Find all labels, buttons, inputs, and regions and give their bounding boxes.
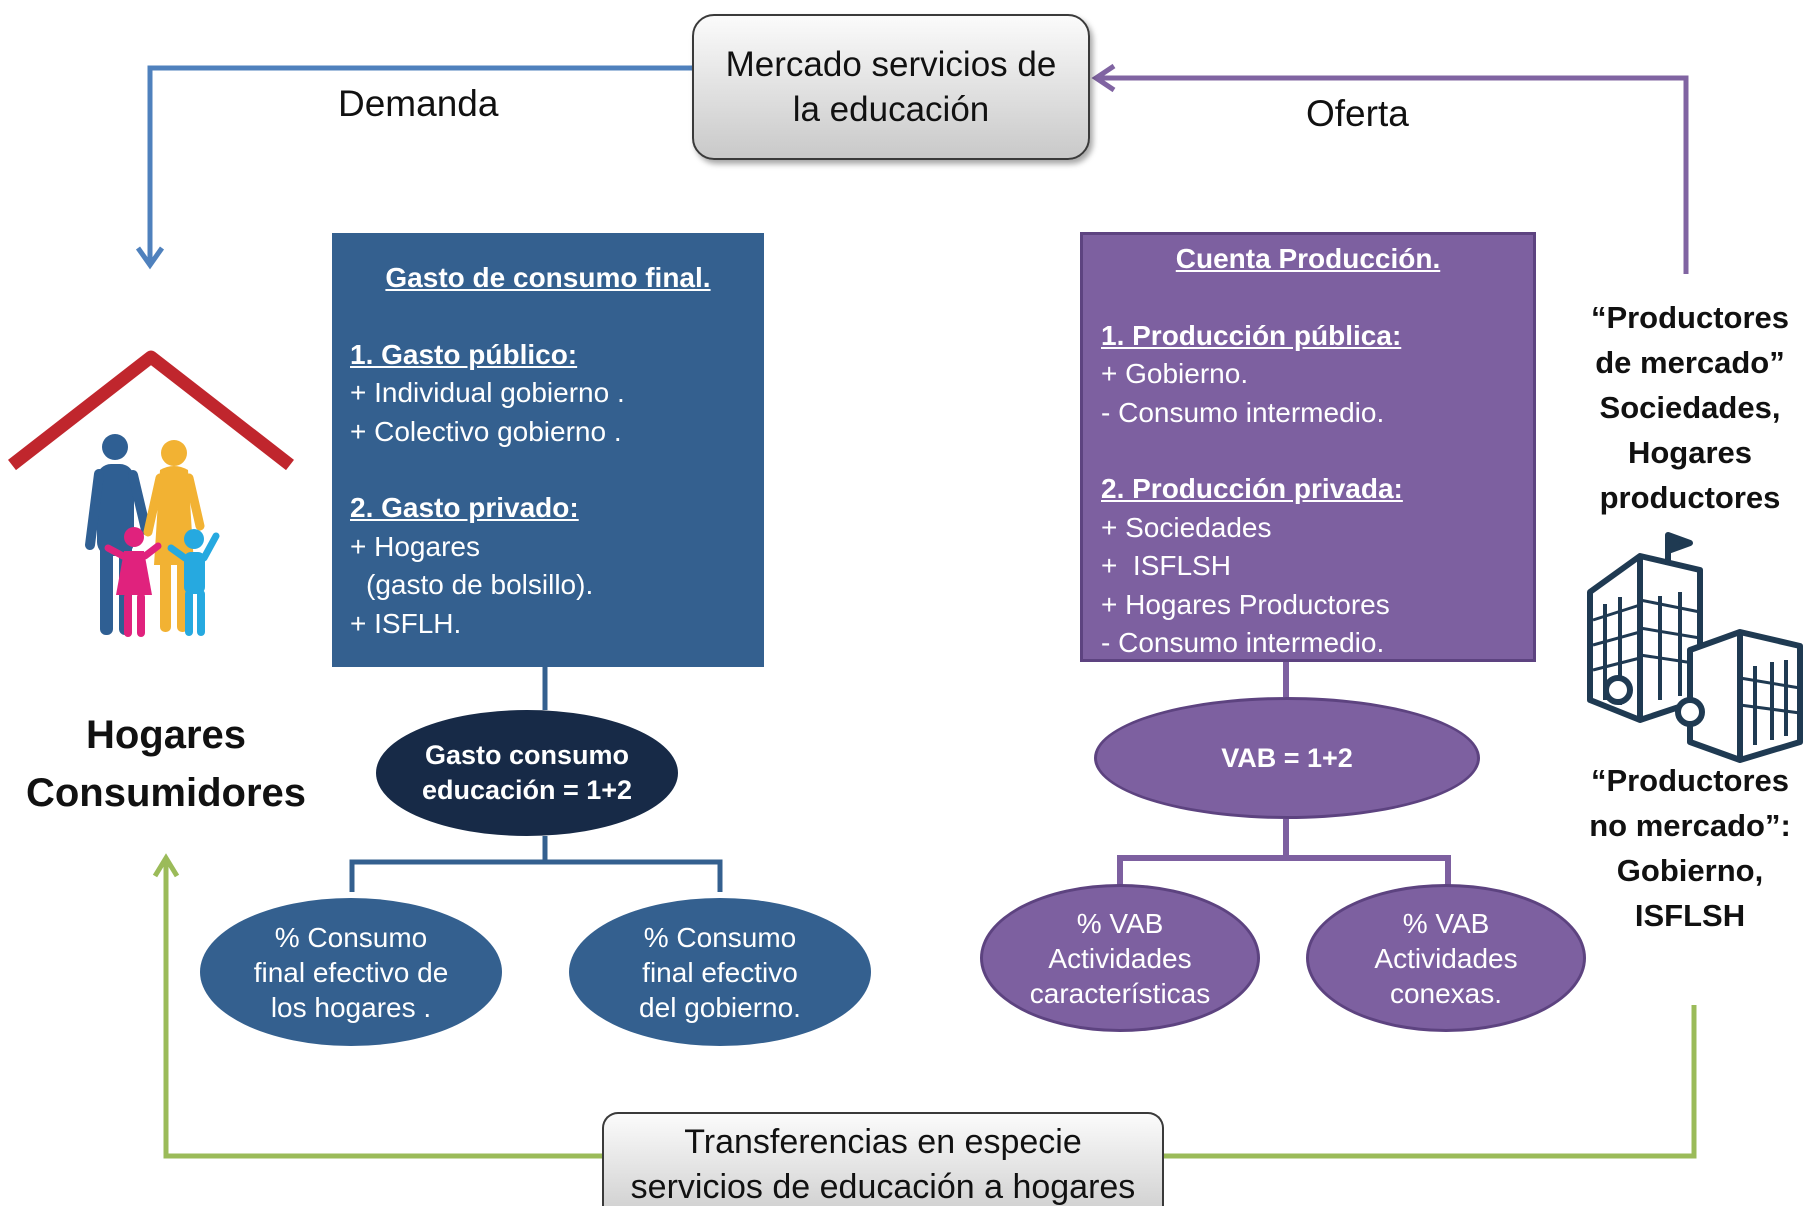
producer-label-line: Hogares [1627, 435, 1753, 470]
family-house-icon [8, 350, 294, 637]
share-text-line: % VAB [1076, 907, 1164, 939]
private-production-heading: 2. Producción privada: [1101, 473, 1403, 504]
producer-label-line: productores [1599, 480, 1781, 515]
public-spending-item: + Individual gobierno . [350, 377, 625, 408]
final-consumption-box: Gasto de consumo final. 1. Gasto público… [332, 233, 764, 667]
vab-total-label: VAB = 1+2 [1221, 742, 1353, 773]
share-text-line: % Consumo [274, 921, 428, 953]
household-consumption-share: % Consumo final efectivo de los hogares … [200, 898, 502, 1046]
production-account-box: Cuenta Producción. 1. Producción pública… [1080, 232, 1536, 662]
transfer-line2: servicios de educación a hogares [630, 1167, 1136, 1206]
share-text-line: % Consumo [643, 921, 797, 953]
office-buildings-icon [1587, 532, 1803, 763]
spending-tree-lines [349, 667, 723, 892]
producer-label-line: no mercado”: [1589, 808, 1791, 843]
final-consumption-title: Gasto de consumo final. [385, 262, 711, 293]
share-text-line: % VAB [1402, 907, 1490, 939]
share-text-line: Actividades [1374, 942, 1518, 974]
consumer-label-line: Consumidores [25, 771, 307, 815]
demand-label: Demanda [338, 83, 499, 124]
private-spending-item: + Hogares [350, 530, 480, 562]
transfer-arrowhead [152, 853, 180, 878]
vab-characteristic-share: % VAB Actividades características [980, 884, 1260, 1032]
public-production-item: + Gobierno. [1101, 358, 1249, 389]
share-text-line: conexas. [1389, 977, 1503, 1009]
demand-arrow [147, 65, 692, 262]
market-box: Mercado servicios de la educación [692, 14, 1090, 160]
in-kind-transfers-box: Transferencias en especie servicios de e… [602, 1112, 1164, 1206]
share-text-line: Actividades [1048, 942, 1192, 974]
government-consumption-share: % Consumo final efectivo del gobierno. [569, 898, 871, 1046]
share-text-line: final efectivo [642, 956, 798, 988]
public-production-heading: 1. Producción pública: [1101, 319, 1402, 351]
producer-label-line: de mercado” [1595, 345, 1785, 380]
private-production-item: + Hogares Productores [1101, 588, 1390, 620]
private-production-item: + Sociedades [1101, 511, 1272, 543]
education-consumption-line1: Gasto consumo [424, 740, 630, 770]
education-consumption-line2: educación = 1+2 [421, 775, 633, 805]
vab-related-share: % VAB Actividades conexas. [1306, 884, 1586, 1032]
education-consumption-total: Gasto consumo educación = 1+2 [376, 710, 678, 836]
private-production-item: + ISFLSH [1101, 550, 1231, 581]
public-production-item: - Consumo intermedio. [1101, 396, 1385, 428]
public-spending-item: + Colectivo gobierno . [350, 415, 622, 447]
producer-label-line: Sociedades, [1599, 390, 1781, 425]
producer-label-line: “Productores [1590, 763, 1790, 798]
nonmarket-producers-label: “Productores no mercado”: Gobierno, ISFL… [1565, 758, 1815, 938]
consumer-households-label: Hogares Consumidores [8, 706, 324, 822]
transfer-line1: Transferencias en especie [684, 1123, 1082, 1161]
public-spending-heading: 1. Gasto público: [350, 338, 578, 370]
share-text-line: los hogares . [270, 991, 432, 1023]
private-spending-item: + ISFLH. [350, 607, 462, 639]
market-producers-label: “Productores de mercado” Sociedades, Hog… [1565, 295, 1815, 520]
offer-label: Oferta [1306, 93, 1409, 134]
vab-total: VAB = 1+2 [1094, 697, 1480, 819]
private-spending-heading: 2. Gasto privado: [350, 492, 579, 523]
consumer-label-line: Hogares [85, 713, 247, 757]
private-production-item: - Consumo intermedio. [1101, 627, 1385, 658]
market-title-line2: la educación [792, 90, 990, 129]
vab-tree-lines [1117, 662, 1451, 886]
share-text-line: del gobierno. [639, 991, 801, 1023]
producer-label-line: Gobierno, [1616, 853, 1764, 888]
offer-arrowhead [1091, 63, 1116, 93]
offer-arrow [1098, 75, 1689, 274]
share-text-line: final efectivo de [253, 956, 449, 988]
private-spending-item: (gasto de bolsillo). [366, 569, 594, 600]
producer-label-line: ISFLSH [1634, 898, 1746, 933]
demand-arrowhead [135, 246, 165, 270]
market-title-line1: Mercado servicios de [725, 44, 1057, 84]
producer-label-line: “Productores [1590, 300, 1790, 335]
production-account-title: Cuenta Producción. [1175, 243, 1441, 274]
share-text-line: características [1029, 977, 1211, 1009]
